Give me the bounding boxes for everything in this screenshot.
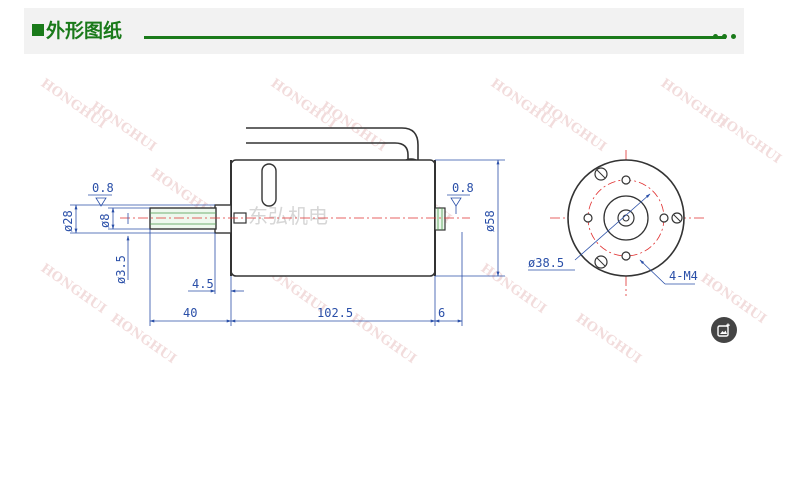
svg-text:HONGHUI: HONGHUI	[108, 311, 179, 367]
dim-chamfer-right: 0.8	[452, 181, 474, 195]
dots-decoration	[709, 34, 736, 39]
dim-len-4-5: 4.5	[192, 277, 214, 291]
section-header: 外形图纸	[24, 8, 744, 54]
dim-holes-4-m4: 4-M4	[669, 269, 698, 283]
square-bullet-icon	[32, 24, 44, 36]
watermark-cn: 东弘机电	[248, 204, 328, 228]
side-view: 东弘机电	[120, 127, 470, 277]
dim-len-102-5: 102.5	[317, 306, 353, 320]
image-edit-button[interactable]	[711, 317, 737, 343]
svg-text:HONGHUI: HONGHUI	[573, 311, 644, 367]
svg-text:HONGHUI: HONGHUI	[348, 311, 419, 367]
svg-text:HONGHUI: HONGHUI	[713, 111, 784, 167]
dim-dia-3-5: ø3.5	[114, 255, 128, 284]
section-title-text: 外形图纸	[46, 20, 123, 42]
svg-text:HONGHUI: HONGHUI	[38, 261, 109, 317]
dimension-labels: 0.8 ø28 ø8 ø3.5 4.5 40 102.5 6 0.8 ø58 ø…	[61, 181, 698, 320]
dim-chamfer-left: 0.8	[92, 181, 114, 195]
front-view	[528, 150, 705, 296]
side-view-dimensions	[70, 159, 505, 326]
dim-dia-38-5: ø38.5	[528, 256, 564, 270]
title-rule	[144, 36, 726, 39]
dim-dia-28: ø28	[61, 210, 75, 232]
dim-len-40: 40	[183, 306, 197, 320]
section-title: 外形图纸	[32, 19, 122, 43]
dim-dia-8: ø8	[98, 214, 112, 228]
dim-len-6: 6	[438, 306, 445, 320]
image-edit-icon	[717, 323, 730, 337]
dim-dia-58: ø58	[483, 210, 497, 232]
svg-text:HONGHUI: HONGHUI	[698, 271, 769, 327]
